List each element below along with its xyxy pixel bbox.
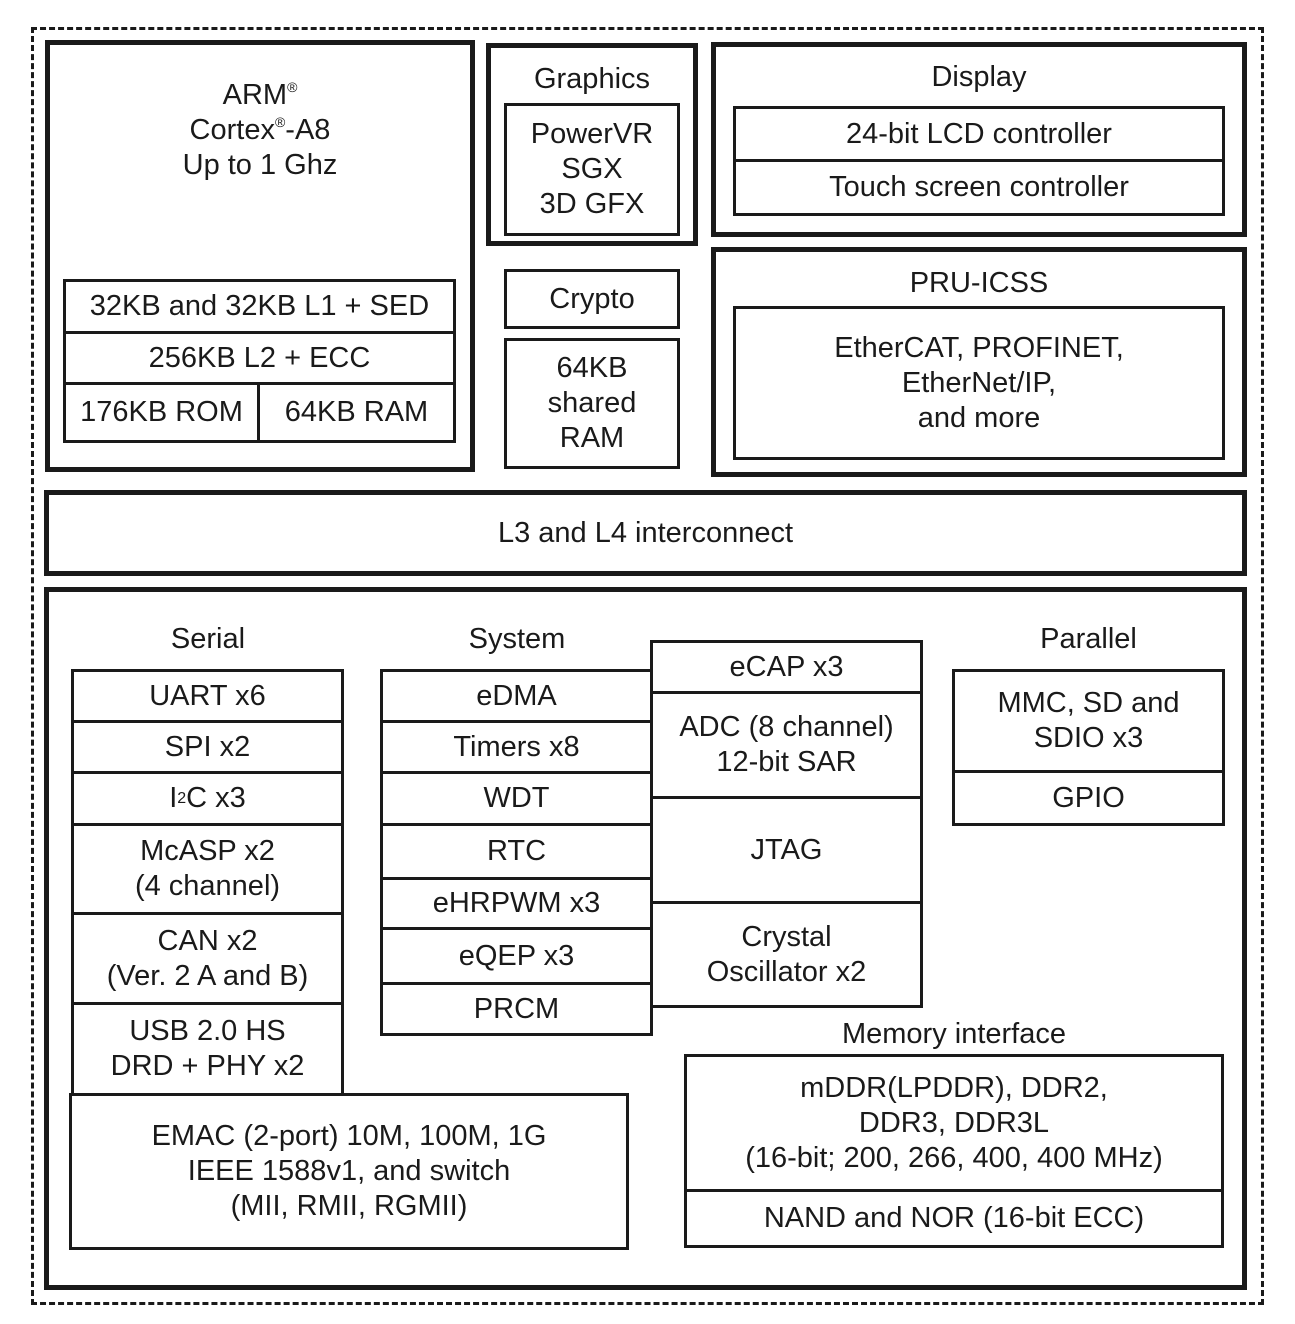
crypto-cell: Crypto: [504, 269, 680, 329]
mmc-sd-cell: MMC, SD and SDIO x3: [997, 687, 1180, 754]
wdt-cell: WDT: [483, 782, 550, 814]
divider: [71, 771, 344, 774]
jtag-cell: JTAG: [750, 833, 823, 866]
can-cell: CAN x2 (Ver. 2 A and B): [106, 924, 309, 992]
system-right-group: [650, 640, 923, 1008]
divider: [71, 823, 344, 826]
divider: [380, 823, 653, 826]
usb-cell: USB 2.0 HS DRD + PHY x2: [110, 1015, 305, 1082]
i2c-label-rest: C x3: [186, 782, 246, 814]
cpu-title: ARM®: [45, 78, 475, 113]
rtc-cell: RTC: [486, 835, 547, 867]
l1-cache-cell: 32KB and 32KB L1 + SED: [89, 290, 430, 322]
ram-cell: 64KB RAM: [284, 396, 429, 428]
divider: [71, 720, 344, 723]
lcd-controller-cell: 24-bit LCD controller: [846, 117, 1112, 150]
gpu-cell: PowerVR SGX 3D GFX: [504, 103, 680, 236]
eqep-cell: eQEP x3: [458, 939, 575, 972]
divider: [650, 691, 923, 694]
cpu-core-label: Cortex®-A8: [45, 113, 475, 148]
cpu-block: [45, 40, 475, 472]
divider: [380, 982, 653, 985]
mcasp-cell: McASP x2 (4 channel): [134, 835, 281, 902]
shared-ram-cell: 64KB shared RAM: [504, 338, 680, 469]
l2-cache-cell: 256KB L2 + ECC: [148, 341, 371, 374]
cpu-arm-label: ARM: [222, 79, 288, 111]
divider: [257, 382, 260, 443]
ecap-cell: eCAP x3: [729, 650, 844, 683]
cpu-a8-label: -A8: [285, 114, 331, 146]
crystal-oscillator-cell: Crystal Oscillator x2: [706, 920, 867, 988]
gpio-cell: GPIO: [1052, 781, 1125, 814]
pru-protocols-cell: EtherCAT, PROFINET, EtherNet/IP, and mor…: [733, 306, 1225, 460]
divider: [650, 796, 923, 799]
graphics-block: [486, 43, 698, 246]
parallel-group: [952, 669, 1225, 826]
parallel-title: Parallel: [1040, 623, 1137, 655]
divider: [380, 927, 653, 930]
graphics-title: Graphics: [533, 63, 651, 95]
divider: [733, 159, 1225, 162]
registered-mark: ®: [274, 114, 286, 130]
prcm-cell: PRCM: [473, 992, 560, 1025]
divider: [380, 877, 653, 880]
interconnect-bar: L3 and L4 interconnect: [44, 490, 1247, 576]
ehrpwm-cell: eHRPWM x3: [432, 887, 601, 919]
display-title: Display: [931, 61, 1027, 93]
divider: [650, 901, 923, 904]
memory-group: [684, 1054, 1224, 1248]
divider: [71, 1002, 344, 1005]
adc-cell: ADC (8 channel) 12-bit SAR: [679, 711, 894, 778]
soc-boundary: [31, 27, 1264, 1305]
timers-cell: Timers x8: [453, 730, 580, 763]
pru-icss-title: PRU-ICSS: [909, 267, 1049, 299]
system-title: System: [468, 623, 566, 655]
cpu-cortex-label: Cortex: [189, 114, 275, 146]
divider: [63, 331, 456, 334]
pru-icss-block: [711, 247, 1247, 477]
nand-nor-cell: NAND and NOR (16-bit ECC): [763, 1202, 1145, 1234]
divider: [952, 770, 1225, 773]
registered-mark: ®: [287, 79, 298, 95]
rom-cell: 176KB ROM: [80, 396, 243, 428]
ddr-cell: mDDR(LPDDR), DDR2, DDR3, DDR3L (16-bit; …: [745, 1071, 1163, 1174]
peripherals-block: [44, 587, 1247, 1290]
spi-cell: SPI x2: [164, 730, 251, 763]
i2c-label-i: I: [169, 782, 178, 814]
serial-title: Serial: [170, 623, 246, 655]
cpu-speed-label: Up to 1 Ghz: [182, 149, 338, 181]
display-block: [711, 42, 1247, 237]
memory-interface-title: Memory interface: [841, 1018, 1066, 1050]
edma-cell: eDMA: [476, 679, 557, 712]
divider: [684, 1189, 1224, 1192]
emac-cell: EMAC (2-port) 10M, 100M, 1G IEEE 1588v1,…: [69, 1093, 629, 1250]
touch-controller-cell: Touch screen controller: [829, 171, 1129, 203]
uart-cell: UART x6: [149, 679, 266, 712]
divider: [71, 912, 344, 915]
divider: [380, 720, 653, 723]
divider: [380, 771, 653, 774]
